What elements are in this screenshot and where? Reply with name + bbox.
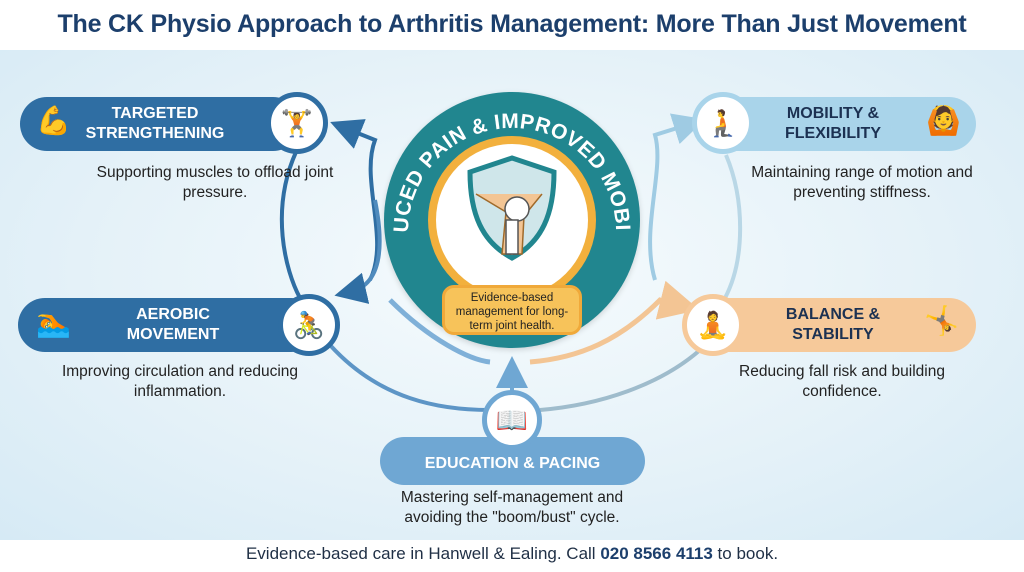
balance-pose-icon: 🧘 bbox=[682, 294, 744, 356]
arc-center-left bbox=[388, 298, 491, 365]
description: Reducing fall risk and building confiden… bbox=[739, 363, 945, 400]
svg-text:REDUCED PAIN & IMPROVED MOBILI: REDUCED PAIN & IMPROVED MOBILITY bbox=[384, 92, 634, 233]
arc-education-balance bbox=[539, 348, 702, 412]
arrow-to-mobility bbox=[648, 113, 706, 281]
arc-aerobic-education bbox=[328, 343, 491, 412]
center-badge: REDUCED PAIN & IMPROVED MOBILITY bbox=[384, 92, 640, 348]
footer-text: Evidence-based care in Hanwell & Ealing.… bbox=[245, 544, 601, 563]
dumbbell-fist-icon: 🏋 bbox=[266, 92, 328, 154]
pill-aerobic-movement[interactable]: AEROBIC MOVEMENT bbox=[18, 298, 318, 352]
description: Maintaining range of motion and preventi… bbox=[751, 164, 973, 201]
pill-title: FLEXIBILITY bbox=[785, 125, 881, 142]
pill-title: BALANCE & bbox=[785, 306, 881, 323]
arc-text: REDUCED PAIN & IMPROVED MOBILITY bbox=[384, 92, 634, 233]
pill-title: STRENGTHENING bbox=[85, 125, 225, 142]
description: Supporting muscles to offload joint pres… bbox=[96, 164, 334, 201]
flexed-bicep-icon: 💪 bbox=[36, 105, 71, 136]
kneeling-stretch-icon: 🧎 bbox=[692, 92, 754, 154]
balance-board-icon: 🤸 bbox=[924, 305, 959, 336]
arc-mobility-balance bbox=[723, 154, 743, 299]
page-title: The CK Physio Approach to Arthritis Mana… bbox=[57, 10, 967, 38]
side-stretch-icon: 🙆 bbox=[926, 105, 961, 136]
pill-title: MOVEMENT bbox=[126, 326, 220, 343]
description: Improving circulation and reducing infla… bbox=[61, 363, 299, 400]
pill-title: EDUCATION & PACING bbox=[424, 455, 601, 472]
swimmer-icon: 🏊 bbox=[36, 307, 71, 338]
arc-center-right bbox=[529, 280, 700, 365]
pill-targeted-strengthening[interactable]: TARGETED STRENGTHENING bbox=[20, 97, 300, 151]
pill-title: MOBILITY & bbox=[786, 105, 880, 122]
cyclist-icon: 🚴 bbox=[278, 294, 340, 356]
description: Mastering self-management and avoiding t… bbox=[400, 489, 624, 526]
center-label: Evidence-based management for long-term … bbox=[442, 285, 582, 335]
arc-strength-aerobic bbox=[279, 151, 302, 299]
pill-title: TARGETED bbox=[111, 105, 199, 122]
book-gear-icon: 📖 bbox=[482, 390, 542, 450]
phone-number[interactable]: 020 8566 4113 bbox=[600, 544, 713, 563]
footer: Evidence-based care in Hanwell & Ealing.… bbox=[0, 540, 1024, 572]
pill-title: STABILITY bbox=[792, 326, 874, 343]
knee-shield-icon bbox=[467, 155, 557, 261]
footer-text: to book. bbox=[712, 544, 779, 563]
arrow-to-aerobic bbox=[334, 199, 382, 304]
arrow-to-strength bbox=[330, 119, 380, 281]
pill-title: AEROBIC bbox=[136, 306, 210, 323]
